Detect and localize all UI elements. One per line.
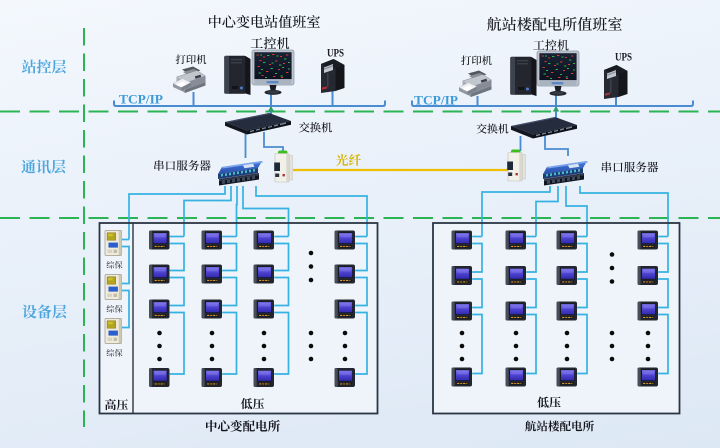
svg-text:TCP/IP: TCP/IP [414, 93, 458, 108]
svg-text:UPS: UPS [615, 50, 632, 64]
svg-text:TCP/IP: TCP/IP [119, 92, 163, 107]
svg-text:UPS: UPS [327, 46, 344, 60]
